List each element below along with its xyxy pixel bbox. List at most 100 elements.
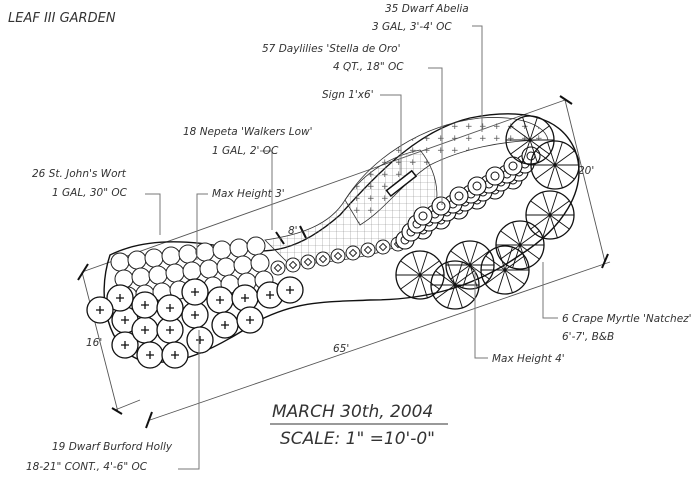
holly-label: 19 Dwarf Burford Holly [52,441,173,453]
st-johns-wort-plant [110,252,130,272]
st-johns-wort-plant [148,265,168,285]
holly-plus-icon [166,326,174,334]
abelia-plant [503,156,523,176]
holly-plus-icon [141,301,149,309]
crape-myrtle-star-icon [396,252,444,298]
nepeta-plant [270,260,286,276]
abelia-center-icon [454,191,464,201]
abelia-spec: 3 GAL, 3'-4' OC [372,21,452,33]
st-johns-wort-plant [250,253,270,273]
sign [385,169,418,198]
crape-label: 6 Crape Myrtle 'Natchez' [562,313,692,325]
nepeta-diamond-icon [348,248,358,258]
daylilies-label: 57 Daylilies 'Stella de Oro' [262,43,400,55]
abelia-center-icon [436,201,446,211]
st-johns-wort-plant [229,238,249,258]
holly-plus-icon [286,286,294,294]
st-johns-wort-plant [195,242,215,262]
holly-plus-icon [246,316,254,324]
nepeta-diamond-icon [333,251,343,261]
abelia-center-icon [418,211,428,221]
neck-dimension: 8' [288,225,298,237]
nepeta-plant [300,254,316,270]
crape-spec: 6'-7', B&B [562,331,614,343]
max-height-4-label: Max Height 4' [492,353,565,365]
right-dim-line [564,99,606,263]
crape-myrtle-star-icon [526,192,574,238]
crape-myrtle-star-icon [431,262,479,308]
length-dimension: 65' [333,343,349,355]
nepeta-diamond-icon [273,263,283,273]
holly-plus-icon [141,326,149,334]
holly-plus-icon [121,341,129,349]
holly-plus-icon [116,294,124,302]
st-johns-wort-plant [127,250,147,270]
abelia-plant [467,176,487,196]
st-johns-wort-plant [233,255,253,275]
abelia-plant [449,186,469,206]
nepeta-plant [375,239,391,255]
plants [86,115,580,369]
nepeta-diamond-icon [288,260,298,270]
holly-plus-icon [266,291,274,299]
holly-plus-icon [216,296,224,304]
crape-myrtle-star-icon [506,117,554,163]
nepeta-spec: 1 GAL, 2' OC [212,145,279,157]
crape-myrtle-star-icon [531,142,579,188]
st-johns-wort-plant [131,267,151,287]
garden-title: LEAF III GARDEN [8,11,116,26]
stjohns-label: 26 St. John's Wort [32,168,127,180]
holly-plus-icon [121,316,129,324]
max-height-3-label: Max Height 3' [212,188,285,200]
abelia-center-icon [490,171,500,181]
st-johns-wort-plant [182,261,202,281]
crape-myrtle-star-icon [481,247,529,293]
nepeta-plant [315,251,331,267]
nepeta-diamond-icon [303,257,313,267]
st-johns-wort-plant [178,244,198,264]
daylilies-spec: 4 QT., 18" OC [333,61,404,73]
scale: SCALE: 1" =10'-0" [280,429,435,449]
abelia-plant [431,196,451,216]
st-johns-wort-plant [216,257,236,277]
nepeta-plant [330,248,346,264]
st-johns-wort-plant [144,248,164,268]
nepeta-diamond-icon [378,242,388,252]
st-johns-wort-plant [246,236,266,256]
length-dim-line [149,261,611,421]
stjohns-spec: 1 GAL, 30" OC [52,187,128,199]
nepeta-diamond-icon [318,254,328,264]
nepeta-plant [360,242,376,258]
abelia-plant [413,206,433,226]
holly-plus-icon [196,336,204,344]
left-dim-line [81,271,119,413]
right-width-dimension: 20' [578,165,594,177]
st-johns-wort-plant [161,246,181,266]
sign-label: Sign 1'x6' [322,89,374,101]
st-johns-wort-plant [199,259,219,279]
left-width-dimension: 16' [86,337,102,349]
abelia-plant [485,166,505,186]
crape-myrtle-star-icon [446,242,494,288]
st-johns-wort-plant [165,263,185,283]
holly-plus-icon [146,351,154,359]
nepeta-label: 18 Nepeta 'Walkers Low' [183,126,313,138]
holly-plus-icon [96,306,104,314]
leader-lines [145,25,558,470]
abelia-label: 35 Dwarf Abelia [385,3,469,15]
holly-plus-icon [166,304,174,312]
abelia-center-icon [508,161,518,171]
date: MARCH 30th, 2004 [272,402,433,422]
nepeta-plant [345,245,361,261]
holly-plus-icon [191,311,199,319]
holly-plus-icon [191,288,199,296]
holly-plus-icon [221,321,229,329]
crape-myrtle-star-icon [496,222,544,268]
nepeta-diamond-icon [363,245,373,255]
abelia-center-icon [472,181,482,191]
nepeta-plant [285,257,301,273]
holly-plus-icon [241,294,249,302]
st-johns-wort-plant [212,240,232,260]
